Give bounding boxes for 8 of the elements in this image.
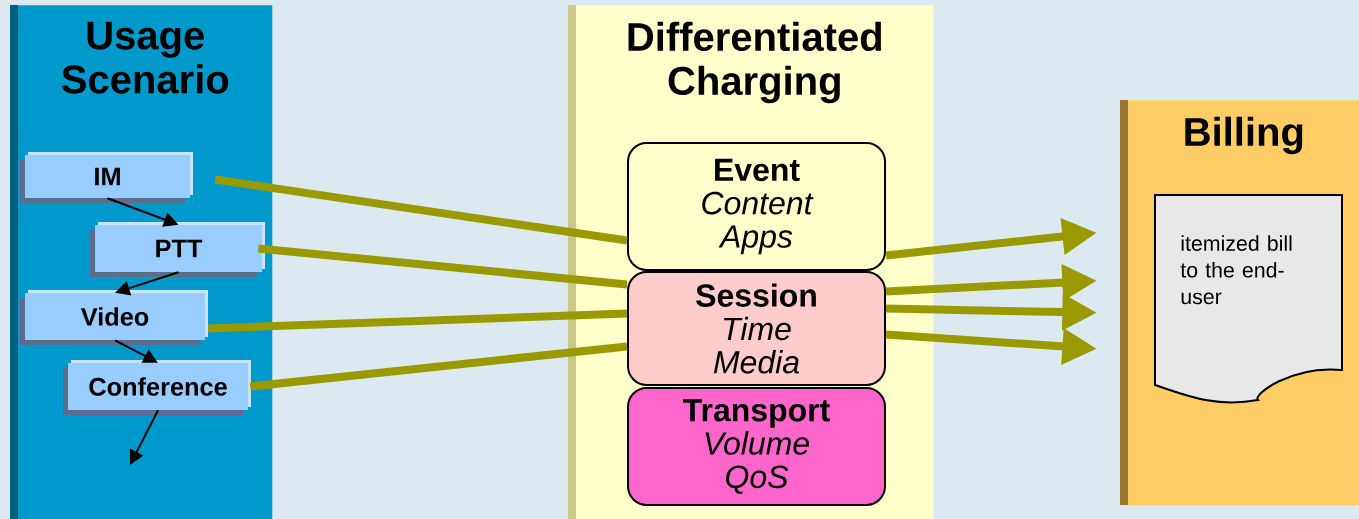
scenario-box: IM xyxy=(20,152,193,203)
charging-box: Session Time Media xyxy=(627,271,886,386)
scenario-box: Conference xyxy=(63,360,251,415)
scenario-box: PTT xyxy=(90,222,265,277)
scenario-box: Video xyxy=(20,290,208,345)
charging-box: Transport Volume QoS xyxy=(627,387,886,506)
arrow xyxy=(114,339,158,363)
charging-box: Event Content Apps xyxy=(627,142,886,271)
